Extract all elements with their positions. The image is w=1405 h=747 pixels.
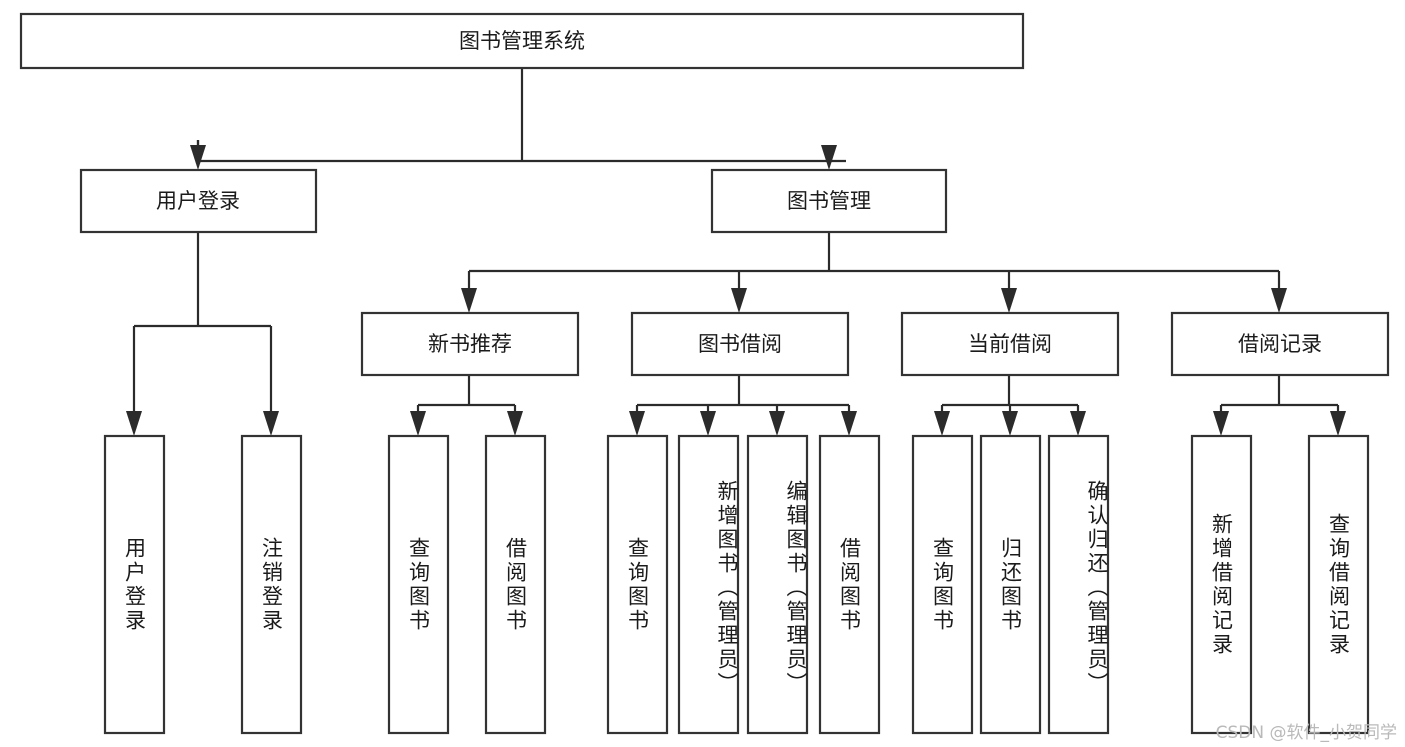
node-current-borrow[interactable]: 当前借阅: [900, 311, 1120, 377]
leaf-box-borrow-book-1[interactable]: [484, 434, 547, 735]
connector-group-current: [934, 375, 1086, 436]
arrow-newbook-to-leaf-1: [410, 411, 426, 436]
node-book-borrow-label: 图书借阅: [698, 332, 782, 356]
connector-group-root: [190, 68, 846, 170]
node-book-borrow[interactable]: 图书借阅: [630, 311, 850, 377]
arrow-current-to-leaf-2: [1002, 411, 1018, 436]
node-user-login-box[interactable]: [79, 168, 318, 234]
node-book-management-label: 图书管理: [787, 189, 871, 213]
node-book-management-box[interactable]: [710, 168, 948, 234]
leaf-box-edit-book[interactable]: [746, 434, 809, 735]
leaf-box-query-book-2[interactable]: [606, 434, 669, 735]
leaf-box-query-record[interactable]: [1307, 434, 1370, 735]
arrow-bookmgmt-to-record: [1271, 288, 1287, 313]
connector-group-record: [1213, 375, 1346, 436]
arrow-borrow-to-leaf-3: [769, 411, 785, 436]
leaf-box-add-book[interactable]: [677, 434, 740, 735]
node-new-book-recommend[interactable]: 新书推荐: [360, 311, 580, 377]
arrow-current-to-leaf-1: [934, 411, 950, 436]
arrow-borrow-to-leaf-1: [629, 411, 645, 436]
leaf-box-query-book-1[interactable]: [387, 434, 450, 735]
node-root-label: 图书管理系统: [459, 29, 585, 53]
arrow-borrow-to-leaf-4: [841, 411, 857, 436]
csdn-watermark: CSDN @软件_小贺同学: [1215, 723, 1397, 743]
node-borrow-record[interactable]: 借阅记录: [1170, 311, 1390, 377]
node-book-management[interactable]: 图书管理: [710, 168, 948, 234]
arrow-current-to-leaf-3: [1070, 411, 1086, 436]
arrow-record-to-leaf-1: [1213, 411, 1229, 436]
leaf-box-query-book-3[interactable]: [911, 434, 974, 735]
connector-group-borrow: [629, 375, 857, 436]
node-current-borrow-label: 当前借阅: [968, 332, 1052, 356]
leaf-box-add-record[interactable]: [1190, 434, 1253, 735]
arrow-bookmgmt-to-borrow: [731, 288, 747, 313]
arrow-root-to-login: [190, 145, 206, 170]
arrow-login-to-leaf-1: [126, 411, 142, 436]
leaf-box-user-login[interactable]: [103, 434, 166, 735]
connector-group-bookmgmt: [461, 232, 1287, 313]
arrow-bookmgmt-to-newbook: [461, 288, 477, 313]
connector-group-login: [126, 232, 279, 436]
leaf-boxes: [103, 434, 1370, 735]
arrow-login-to-leaf-2: [263, 411, 279, 436]
node-root-box[interactable]: [19, 12, 1025, 70]
leaf-box-confirm-return[interactable]: [1047, 434, 1110, 735]
arrow-record-to-leaf-2: [1330, 411, 1346, 436]
node-current-borrow-box[interactable]: [900, 311, 1120, 377]
node-user-login[interactable]: 用户登录: [79, 168, 318, 234]
arrow-bookmgmt-to-current: [1001, 288, 1017, 313]
node-borrow-record-box[interactable]: [1170, 311, 1390, 377]
leaf-box-return-book[interactable]: [979, 434, 1042, 735]
leaf-box-logout[interactable]: [240, 434, 303, 735]
node-new-book-recommend-box[interactable]: [360, 311, 580, 377]
connector-group-newbook: [410, 375, 523, 436]
leaf-box-borrow-book-2[interactable]: [818, 434, 881, 735]
node-book-borrow-box[interactable]: [630, 311, 850, 377]
node-borrow-record-label: 借阅记录: [1238, 332, 1322, 356]
node-new-book-recommend-label: 新书推荐: [428, 332, 512, 356]
node-root[interactable]: 图书管理系统: [19, 12, 1025, 70]
arrow-root-to-bookmgmt: [821, 145, 837, 170]
node-user-login-label: 用户登录: [156, 189, 240, 213]
arrow-newbook-to-leaf-2: [507, 411, 523, 436]
arrow-borrow-to-leaf-2: [700, 411, 716, 436]
